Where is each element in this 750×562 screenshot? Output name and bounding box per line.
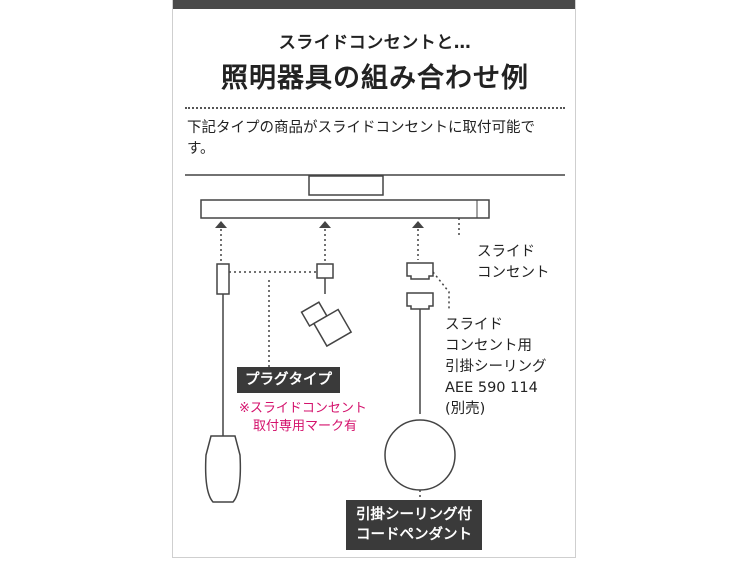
slide-outlet-label-2: コンセント	[477, 265, 550, 281]
globe-pendant	[384, 419, 456, 491]
page-title: 照明器具の組み合わせ例	[221, 63, 529, 94]
plug-body-left	[216, 263, 230, 295]
plug-note-2: 取付専用マーク有	[253, 419, 358, 434]
ceiling-label-sold-separately: (別売)	[445, 401, 486, 417]
adapter-leader	[432, 271, 450, 310]
slide-rail	[200, 199, 490, 219]
arrow-up-icon-2	[319, 221, 331, 262]
arrow-up-icon-3	[412, 221, 424, 260]
plug-type-badge: プラグタイプ	[237, 367, 340, 393]
ceiling-model-number: AEE 590 114	[445, 380, 538, 396]
ceiling-adapter-top	[406, 262, 434, 280]
pendant-badge-line-1: 引掛シーリング付	[356, 507, 472, 523]
top-bar	[173, 0, 575, 9]
pendant-badge: 引掛シーリング付 コードペンダント	[346, 500, 482, 550]
ceiling-label-2: コンセント用	[445, 338, 532, 354]
spot-adapter	[316, 263, 334, 279]
spotlight-head	[300, 301, 353, 348]
ceiling-label-3: 引掛シーリング	[445, 359, 547, 375]
diagram-card: スライドコンセントと… 照明器具の組み合わせ例 下記タイプの商品がスライドコンセ…	[172, 0, 576, 558]
ceiling-adapter-bottom	[406, 292, 434, 310]
rail-base	[308, 175, 384, 196]
intro-text: 下記タイプの商品がスライドコンセントに取付可能です。	[187, 120, 535, 157]
plug-note-1: ※スライドコンセント	[239, 401, 367, 416]
arrow-up-icon-1	[215, 221, 227, 262]
slide-outlet-label-1: スライド	[477, 244, 535, 260]
subtitle: スライドコンセントと…	[278, 33, 472, 53]
pendant-badge-line-2: コードペンダント	[356, 527, 472, 543]
pendant-shade-left	[204, 435, 242, 503]
dotted-divider	[185, 107, 565, 109]
fixture-illustration	[185, 174, 565, 503]
ceiling-label-1: スライド	[445, 317, 503, 333]
